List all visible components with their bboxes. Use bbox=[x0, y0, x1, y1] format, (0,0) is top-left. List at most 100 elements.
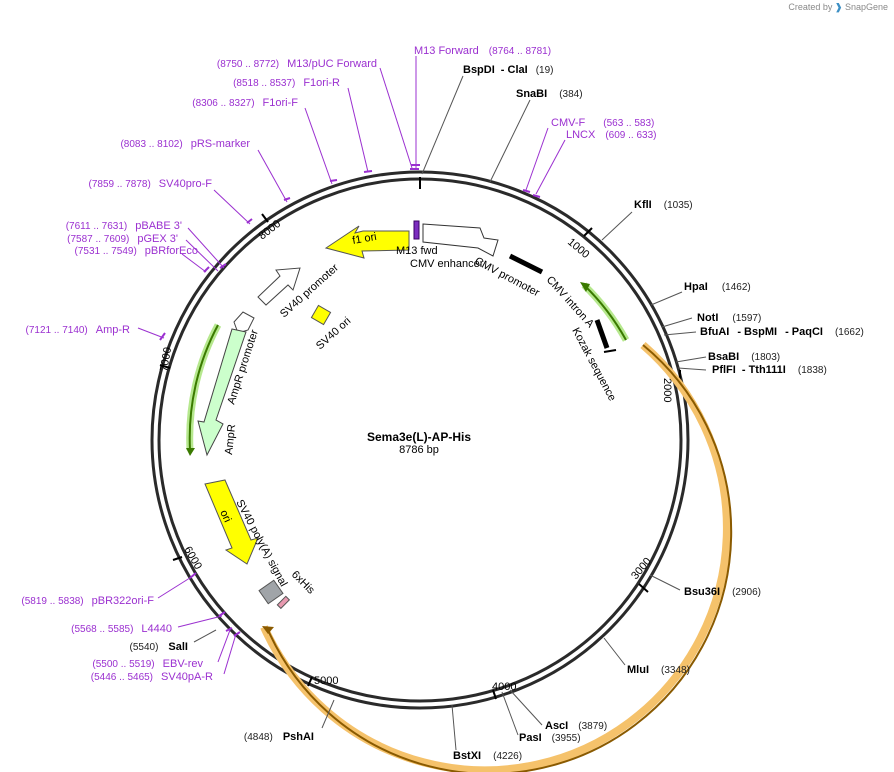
svg-text:(5819 .. 5838)pBR322ori-F: (5819 .. 5838) pBR322ori-F bbox=[21, 595, 154, 607]
label-ampr: AmpR bbox=[223, 424, 238, 456]
enzyme-noti-pos: (1597) bbox=[732, 313, 761, 324]
primer-f1ori-f-pos: (8306 .. 8327) bbox=[192, 98, 254, 109]
label-cmv-enhancer: CMV enhancer bbox=[410, 258, 484, 270]
enzyme-pshai: PshAI bbox=[283, 731, 314, 743]
tick-1000 bbox=[583, 227, 593, 237]
primer-ebv-rev: EBV-rev bbox=[163, 658, 204, 670]
primer-marker-prs bbox=[283, 197, 291, 201]
primer-marker-l4440 bbox=[218, 611, 226, 617]
primer-amp-r: Amp-R bbox=[96, 324, 130, 336]
label-m13-fwd: M13 fwd bbox=[396, 245, 438, 257]
svg-text:(7611 .. 7631)pBABE 3': (7611 .. 7631) pBABE 3' bbox=[66, 220, 182, 232]
enzyme-mlui: MluI bbox=[627, 664, 649, 676]
sv40-polya-box bbox=[258, 579, 284, 605]
enzyme-leaders bbox=[193, 75, 707, 751]
tick-5000 bbox=[307, 676, 313, 687]
leader-pasi bbox=[501, 691, 519, 736]
primer-marker-sv40pa bbox=[233, 631, 241, 637]
enzyme-kfli-pos: (1035) bbox=[664, 200, 693, 211]
svg-text:(8306 .. 8327)F1ori-F: (8306 .. 8327)F1ori-F bbox=[192, 97, 298, 109]
m13-fwd-marker bbox=[413, 220, 420, 240]
leader-pgex bbox=[185, 239, 219, 272]
primer-pbr322ori-f-pos: (5819 .. 5838) bbox=[21, 596, 83, 607]
primer-pbr322ori-f: pBR322ori-F bbox=[92, 595, 155, 607]
svg-text:(5568 .. 5585)L4440: (5568 .. 5585) L4440 bbox=[71, 623, 172, 635]
svg-text:BstXI(4226): BstXI(4226) bbox=[453, 750, 522, 762]
enzyme-pasi: PasI bbox=[519, 732, 542, 744]
primer-l4440-pos: (5568 .. 5585) bbox=[71, 624, 133, 635]
cmv-intron-arc bbox=[580, 282, 630, 342]
leader-bsabi bbox=[675, 356, 707, 363]
leader-pbabe bbox=[187, 227, 225, 269]
primer-m13-forward: M13 Forward bbox=[414, 45, 479, 57]
label-cmv-promoter: CMV promoter bbox=[473, 255, 542, 299]
leader-mlui bbox=[603, 637, 626, 666]
leader-pflfi bbox=[677, 367, 707, 371]
primer-ebv-rev-pos: (5500 .. 5519) bbox=[92, 659, 154, 670]
enzyme-bstxi-pos: (4226) bbox=[493, 751, 522, 762]
svg-text:(7121 .. 7140)Amp-R: (7121 .. 7140)Amp-R bbox=[26, 324, 131, 336]
leader-bstxi bbox=[451, 704, 457, 751]
primer-pbabe-pos: (7611 .. 7631) bbox=[66, 221, 128, 232]
cmv-promoter-bar bbox=[508, 253, 544, 275]
sv40-ori-box bbox=[310, 304, 332, 326]
enzyme-kfli: KflI bbox=[634, 199, 652, 211]
enzyme-bfuai: BfuAI bbox=[700, 326, 729, 338]
primer-pbrforeco-pos: (7531 .. 7549) bbox=[75, 246, 137, 257]
primer-marker-pbrforeco bbox=[203, 266, 210, 273]
leader-sali bbox=[193, 629, 217, 643]
leader-asci bbox=[509, 689, 543, 726]
kozak-tick bbox=[603, 349, 617, 353]
leader-prs-marker bbox=[257, 149, 288, 203]
insert-arc-line bbox=[267, 344, 733, 772]
primer-l4440: L4440 bbox=[141, 623, 172, 635]
primer-lncx: LNCX bbox=[566, 129, 596, 141]
ampr-arrow bbox=[197, 328, 247, 457]
primer-cmv-f-pos: (563 .. 583) bbox=[603, 118, 654, 129]
leader-amp-r bbox=[137, 327, 165, 339]
primer-prs-marker-pos: (8083 .. 8102) bbox=[120, 139, 182, 150]
primer-f1ori-r: F1ori-R bbox=[303, 77, 340, 89]
primer-sv40pro-f: SV40pro-F bbox=[159, 178, 212, 190]
ori-arrow bbox=[204, 479, 259, 565]
primer-markers bbox=[159, 164, 541, 637]
leader-noti bbox=[661, 317, 693, 328]
enzyme-asci-pos: (3879) bbox=[578, 721, 607, 732]
svg-text:(5446 .. 5465)SV40pA-R: (5446 .. 5465)SV40pA-R bbox=[91, 671, 213, 683]
svg-text:(5500 .. 5519)EBV-rev: (5500 .. 5519) EBV-rev bbox=[92, 658, 203, 670]
svg-text:(8750 .. 8772)M13/pUC Forward: (8750 .. 8772)M13/pUC Forward bbox=[217, 58, 377, 70]
tick-4000 bbox=[492, 689, 497, 700]
plasmid-length: 8786 bp bbox=[399, 444, 439, 456]
primer-sv40pa-r-pos: (5446 .. 5465) bbox=[91, 672, 153, 683]
enzyme-snabi: SnaBI bbox=[516, 88, 547, 100]
primer-marker-f1ori-f bbox=[329, 179, 338, 182]
primer-pbabe: pBABE 3' bbox=[135, 220, 182, 232]
primer-marker-f1ori-r bbox=[363, 170, 373, 173]
primer-m13puc-forward: M13/pUC Forward bbox=[287, 58, 377, 70]
m13-fwd-feature bbox=[413, 220, 420, 240]
leader-kfli bbox=[601, 211, 633, 241]
tick-label-5000: 5000 bbox=[314, 675, 338, 687]
leader-bfuai bbox=[663, 331, 697, 336]
primer-f1ori-r-pos: (8518 .. 8537) bbox=[233, 78, 295, 89]
svg-text:(7859 .. 7878)SV40pro-F: (7859 .. 7878) SV40pro-F bbox=[89, 178, 213, 190]
enzyme-clai: - ClaI bbox=[501, 64, 528, 76]
leader-pbr322ori-f bbox=[157, 575, 194, 599]
primer-pgex: pGEX 3' bbox=[137, 233, 178, 245]
svg-text:Bsu36I(2906): Bsu36I(2906) bbox=[684, 586, 761, 598]
label-kozak: Kozak sequence bbox=[569, 326, 618, 403]
enzyme-snabi-pos: (384) bbox=[559, 89, 582, 100]
svg-text:BsaBI(1803): BsaBI(1803) bbox=[708, 351, 780, 363]
svg-text:BspDI- ClaI(19): BspDI- ClaI(19) bbox=[463, 64, 553, 76]
primer-marker-amp-r bbox=[159, 332, 166, 341]
svg-text:(4848)PshAI: (4848)PshAI bbox=[244, 731, 314, 743]
svg-text:PflFI- Tth111I(1838): PflFI- Tth111I(1838) bbox=[712, 364, 827, 376]
enzyme-bsabi: BsaBI bbox=[708, 351, 739, 363]
primer-sv40pro-f-pos: (7859 .. 7878) bbox=[89, 179, 151, 190]
his6-box bbox=[276, 595, 291, 610]
enzyme-pflfi-pos: (1838) bbox=[798, 365, 827, 376]
leader-pbrforeco bbox=[181, 253, 207, 273]
primer-lncx-pos: (609 .. 633) bbox=[605, 130, 656, 141]
tick-6000 bbox=[172, 556, 183, 561]
leader-f1ori-r bbox=[347, 87, 369, 173]
